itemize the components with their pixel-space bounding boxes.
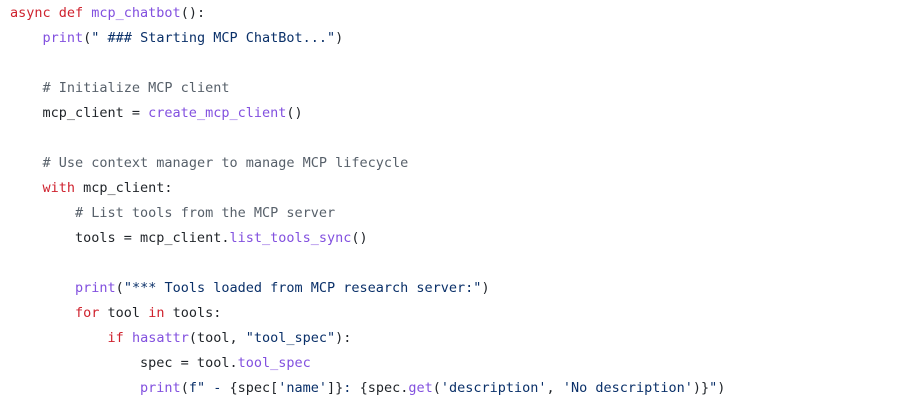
code-line: mcp_client = create_mcp_client() xyxy=(10,101,915,126)
code-text: ( xyxy=(180,380,189,396)
code-text: , xyxy=(546,380,563,396)
code-line: print(" ### Starting MCP ChatBot...") xyxy=(10,26,915,51)
code-text: ): xyxy=(335,330,352,346)
code-text xyxy=(10,305,75,321)
code-string: "*** Tools loaded from MCP research serv… xyxy=(123,280,482,296)
code-line: print(f" - {spec['name']}: {spec.get('de… xyxy=(10,376,915,401)
code-text: tools: xyxy=(164,305,222,321)
code-text: (): xyxy=(180,5,206,21)
code-keyword: def xyxy=(50,5,92,21)
code-text: {spec. xyxy=(359,380,409,396)
code-keyword: if xyxy=(107,330,124,346)
code-keyword: with xyxy=(42,180,76,196)
code-string: " ### Starting MCP ChatBot..." xyxy=(91,30,336,46)
code-text xyxy=(10,330,108,346)
code-text xyxy=(10,280,75,296)
code-text xyxy=(10,205,75,221)
code-text: () xyxy=(286,105,303,121)
code-text: mcp_client: xyxy=(75,180,173,196)
code-text: (tool, xyxy=(188,330,246,346)
code-function-name: print xyxy=(42,30,84,46)
code-keyword: in xyxy=(148,305,165,321)
code-line: if hasattr(tool, "tool_spec"): xyxy=(10,326,915,351)
code-text xyxy=(10,80,43,96)
code-text xyxy=(10,380,140,396)
code-string: 'name' xyxy=(278,380,328,396)
code-text: tool xyxy=(99,305,149,321)
code-function-name: hasattr xyxy=(131,330,189,346)
code-line xyxy=(10,126,915,151)
code-line: # Use context manager to manage MCP life… xyxy=(10,151,915,176)
code-comment: # List tools from the MCP server xyxy=(75,205,336,221)
code-line: async def mcp_chatbot(): xyxy=(10,1,915,26)
code-function-name: print xyxy=(75,280,116,296)
code-function-name: create_mcp_client xyxy=(148,105,287,121)
code-text: spec = tool. xyxy=(10,355,238,371)
code-comment: # Initialize MCP client xyxy=(42,80,230,96)
code-line xyxy=(10,51,915,76)
code-function-name: list_tools_sync xyxy=(229,230,352,246)
code-string: : xyxy=(343,380,360,396)
code-text: ( xyxy=(115,280,124,296)
code-text: {spec[ xyxy=(229,380,279,396)
code-line: spec = tool.tool_spec xyxy=(10,351,915,376)
code-text: ) xyxy=(335,30,344,46)
code-keyword: async xyxy=(10,5,51,21)
code-function-name: tool_spec xyxy=(237,355,311,371)
code-string: "tool_spec" xyxy=(245,330,336,346)
code-comment: # Use context manager to manage MCP life… xyxy=(42,155,409,171)
code-function-name: mcp_chatbot xyxy=(91,5,181,21)
code-text: ( xyxy=(432,380,441,396)
code-string: f" - xyxy=(188,380,230,396)
code-line: print("*** Tools loaded from MCP researc… xyxy=(10,276,915,301)
code-string: 'No description' xyxy=(562,380,693,396)
code-line xyxy=(10,251,915,276)
code-line: # Initialize MCP client xyxy=(10,76,915,101)
code-text: )} xyxy=(692,380,710,396)
code-function-name: print xyxy=(140,380,181,396)
code-keyword: for xyxy=(75,305,100,321)
code-text: mcp_client = xyxy=(10,105,149,121)
code-string: " xyxy=(709,380,718,396)
code-text: ]} xyxy=(327,380,344,396)
code-text: tools = mcp_client. xyxy=(10,230,230,246)
code-text: ( xyxy=(83,30,92,46)
code-lines: async def mcp_chatbot(): print(" ### Sta… xyxy=(10,1,915,401)
code-text xyxy=(10,30,43,46)
code-text xyxy=(124,330,132,346)
code-text: () xyxy=(351,230,368,246)
code-line: with mcp_client: xyxy=(10,176,915,201)
code-text: ) xyxy=(481,280,490,296)
code-text xyxy=(10,155,43,171)
code-string: 'description' xyxy=(440,380,547,396)
code-line: # List tools from the MCP server xyxy=(10,201,915,226)
code-line: for tool in tools: xyxy=(10,301,915,326)
code-text xyxy=(10,180,43,196)
code-line: tools = mcp_client.list_tools_sync() xyxy=(10,226,915,251)
code-text: ) xyxy=(717,380,726,396)
code-function-name: get xyxy=(408,380,433,396)
